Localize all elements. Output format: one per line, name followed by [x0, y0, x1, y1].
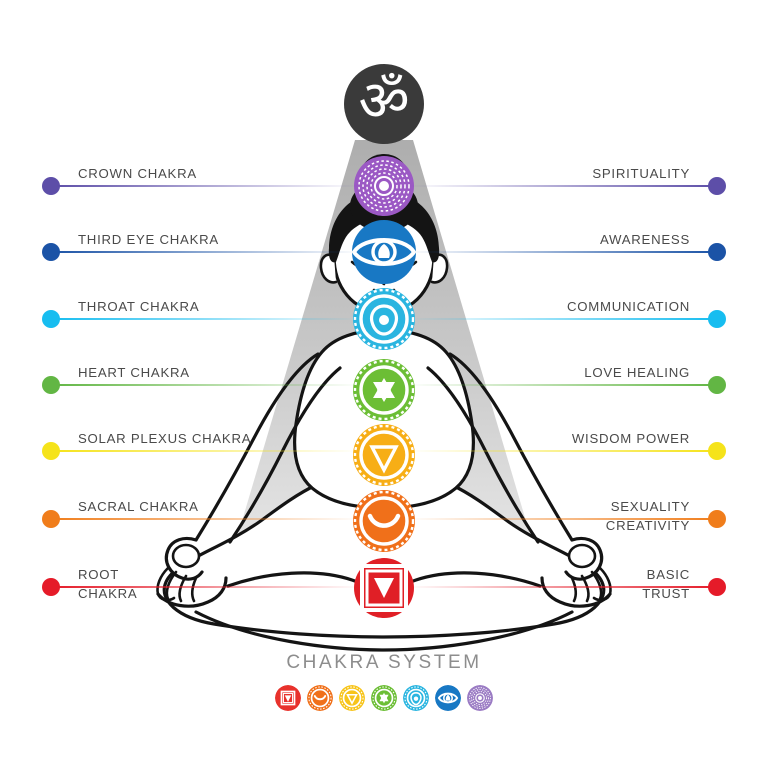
- footer-icon-solar-plexus: [339, 685, 365, 711]
- footer: CHAKRA SYSTEM: [0, 652, 768, 711]
- chakra-disc-solar-plexus: [353, 424, 415, 486]
- footer-icon-row: [0, 685, 768, 711]
- chakra-disc-throat: [353, 288, 415, 350]
- page-title: CHAKRA SYSTEM: [286, 652, 482, 673]
- chakra-disc-sacral: [353, 490, 415, 552]
- footer-icon-crown: [467, 685, 493, 711]
- footer-icon-heart: [371, 685, 397, 711]
- chakra-disc-third-eye: [351, 220, 417, 284]
- footer-icon-throat: [403, 685, 429, 711]
- om-symbol-badge: ॐ: [344, 64, 424, 144]
- footer-icon-root: [275, 685, 301, 711]
- chakra-disc-root: [354, 558, 414, 618]
- chakra-disc-heart: [353, 359, 415, 421]
- chakra-disc-crown: [354, 156, 414, 216]
- footer-icon-third-eye: [435, 685, 461, 711]
- om-icon: ॐ: [358, 69, 410, 134]
- footer-icon-sacral: [307, 685, 333, 711]
